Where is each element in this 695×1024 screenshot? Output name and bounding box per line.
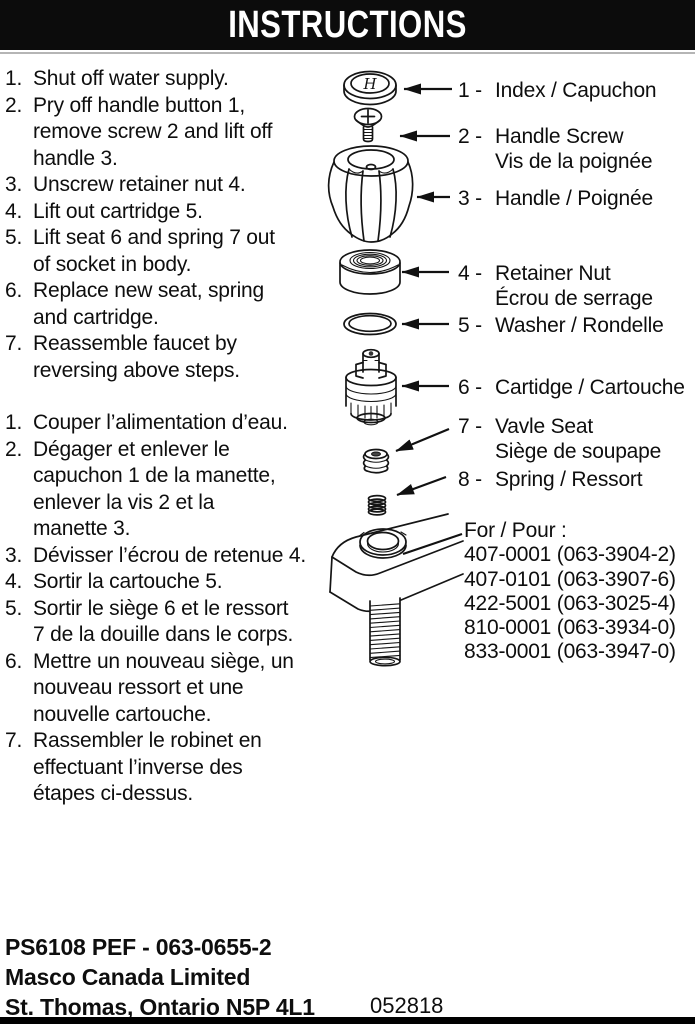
exploded-view-diagram: H [327,70,464,667]
bottom-bar [0,1017,695,1024]
header-bar: INSTRUCTIONS [0,0,695,50]
part-label-6: 6 -Cartidge / Cartouche [458,376,685,399]
en-step-3: 3.Unscrew retainer nut 4. [5,173,246,196]
cartridge-drawing [345,348,397,426]
arrow-7 [395,427,450,453]
arrow-8 [396,475,447,497]
model-number: 407-0101 (063-3907-6) [464,567,676,591]
fr-step-1: 1.Couper l’alimentation d’eau. [5,411,288,434]
en-step-2: 2.Pry off handle button 1,remove screw 2… [5,93,273,170]
company-name: Masco Canada Limited [5,964,251,990]
handle-drawing [327,145,414,243]
en-step-1: 1.Shut off water supply. [5,67,229,90]
retainer-nut-drawing [339,249,401,295]
company-address: St. Thomas, Ontario N5P 4L1 [5,994,315,1020]
model-number: 810-0001 (063-3934-0) [464,616,676,640]
footer-block: PS6108 PEF - 063-0655-2 Masco Canada Lim… [5,932,315,1022]
index-cap-drawing: H [343,70,397,106]
model-list-heading: For / Pour : [464,519,567,542]
page-title: INSTRUCTIONS [228,3,467,46]
part-label-3: 3 -Handle / Poignée [458,187,653,210]
handle-screw-drawing [353,107,383,143]
faucet-body-drawing [329,513,464,667]
fr-step-4: 4.Sortir la cartouche 5. [5,570,223,593]
valve-seat-drawing [362,448,390,474]
fr-step-3: 3.Dévisser l’écrou de retenue 4. [5,543,306,567]
product-code: PS6108 PEF - 063-0655-2 [5,934,272,960]
model-number: 833-0001 (063-3947-0) [464,640,676,664]
date-code: 052818 [370,993,444,1018]
part-label-1: 1 -Index / Capuchon [458,79,657,102]
part-label-5: 5 -Washer / Rondelle [458,314,664,337]
spring-drawing [367,494,387,516]
model-number: 407-0001 (063-3904-2) [464,543,676,567]
header-divider [0,52,695,54]
en-step-4: 4.Lift out cartridge 5. [5,199,203,223]
model-list: For / Pour : 407-0001 (063-3904-2) 407-0… [464,519,676,665]
instructions-english: 1.Shut off water supply. 2.Pry off handl… [5,66,325,384]
washer-drawing [343,312,397,336]
instructions-french: 1.Couper l’alimentation d’eau. 2.Dégager… [5,410,325,808]
part-label-8: 8 -Spring / Ressort [458,468,643,491]
model-number: 422-5001 (063-3025-4) [464,591,676,615]
index-h-glyph: H [362,75,377,93]
leader-line-models [402,532,463,556]
